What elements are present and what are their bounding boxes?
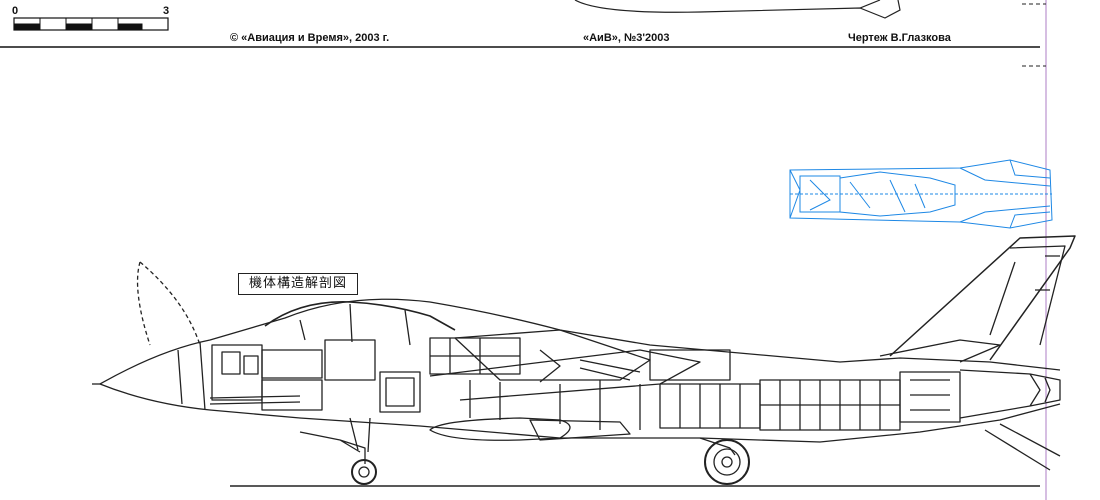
scale-bar-end-label: 3 (163, 5, 170, 17)
scale-bar-start-label: 0 (12, 5, 19, 17)
author-caption: Чертеж В.Глазкова (848, 32, 951, 44)
copyright-caption: © «Авиация и Время», 2003 г. (230, 32, 390, 44)
aircraft-side-view (92, 235, 1076, 485)
issue-caption: «АиВ», №3'2003 (583, 32, 670, 44)
drawing-title-label: 機体構造解剖図 (238, 273, 358, 295)
scale-bar (13, 17, 169, 31)
previous-drawing-fragment (574, 0, 901, 19)
engine-cutaway (789, 159, 1053, 229)
